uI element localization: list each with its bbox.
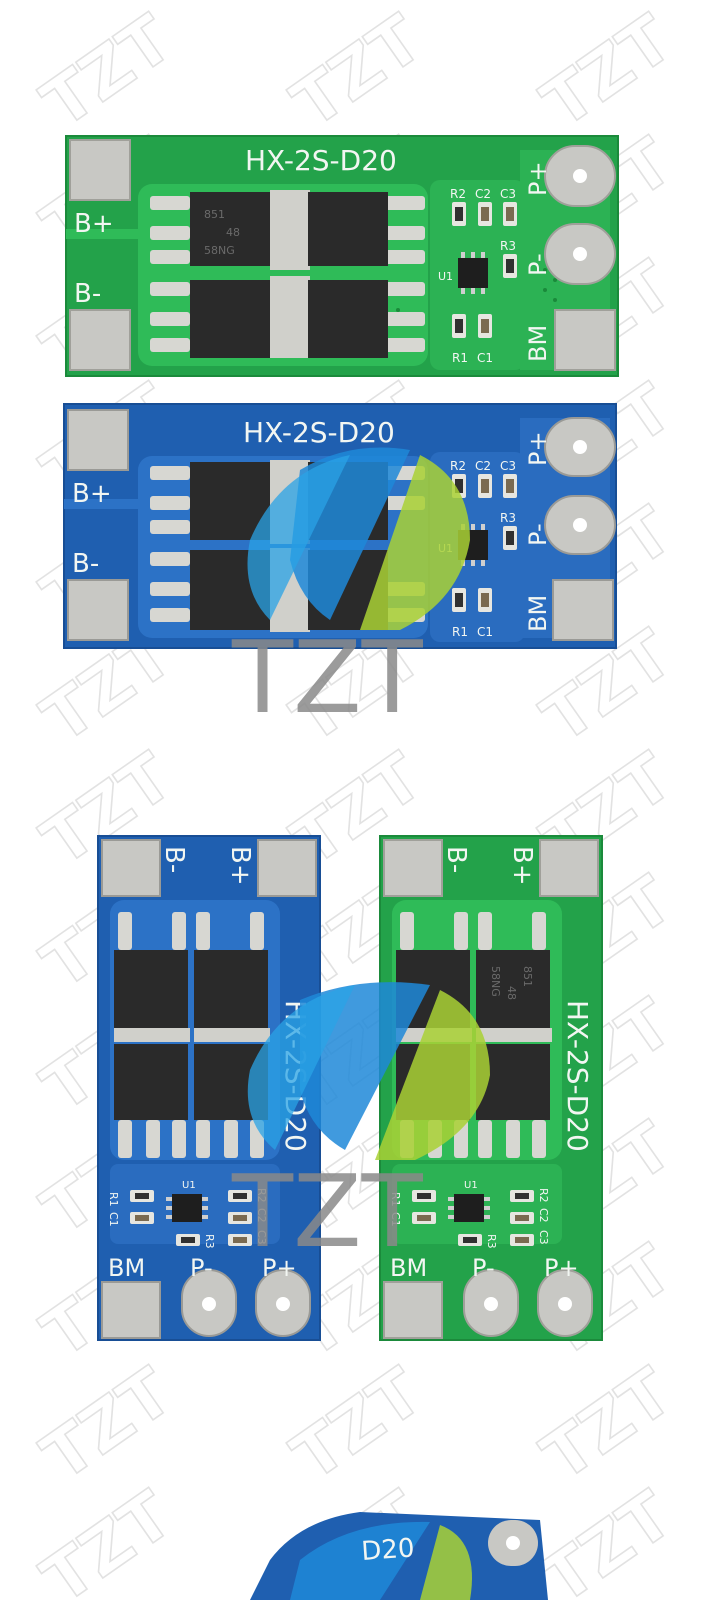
- label-r2: R2: [450, 187, 466, 201]
- label-r3: R3: [500, 239, 516, 253]
- pcb-board-blue-horizontal: HX-2S-D20 B+ B- P+ P- BM R2 C2 C3 R3 U1 …: [63, 403, 617, 649]
- label-p-minus: P-: [472, 1254, 495, 1282]
- label-p-minus: P-: [524, 523, 552, 546]
- mosfet-marking-line2: 48: [505, 986, 518, 1000]
- pcb-board-green-horizontal: 851 48 58NG HX-2S-D20 B+ B- P+ P- BM R2: [65, 135, 619, 377]
- pad-b-minus: [67, 579, 129, 641]
- label-bm: BM: [108, 1254, 145, 1282]
- pcb-board-blue-partial: D20: [250, 1512, 548, 1600]
- label-r2: R2: [450, 459, 466, 473]
- mosfet-marking-line3: 58NG: [489, 966, 502, 997]
- ic-u1: [448, 1194, 490, 1222]
- mosfet-q1: [114, 950, 188, 1028]
- pad-bm: [101, 1281, 161, 1339]
- ic-u1: [166, 1194, 208, 1222]
- label-c1: C1: [477, 625, 493, 639]
- watermark-text: TZT: [29, 0, 186, 142]
- label-p-minus: P-: [524, 253, 552, 276]
- label-r2: R2: [537, 1188, 550, 1203]
- watermark-text: TZT: [529, 0, 686, 142]
- mosfet-q1: [190, 192, 270, 266]
- label-c2: C2: [537, 1208, 550, 1223]
- watermark-text: TZT: [529, 1353, 686, 1495]
- board-title: HX-2S-D20: [561, 1000, 594, 1152]
- pad-bm: [552, 579, 614, 641]
- label-c3: C3: [500, 187, 516, 201]
- label-r1: R1: [389, 1192, 402, 1207]
- ic-u1: [458, 252, 488, 294]
- board-title: HX-2S-D20: [245, 144, 397, 177]
- label-c2: C2: [475, 187, 491, 201]
- mosfet-q2: [194, 950, 268, 1028]
- watermark-logo-text: TZT: [231, 1153, 424, 1270]
- pad-b-plus: [257, 839, 317, 897]
- watermark-text: TZT: [29, 1353, 186, 1495]
- label-u1: U1: [182, 1180, 196, 1191]
- pad-bm: [554, 309, 616, 371]
- label-b-plus: B+: [72, 479, 112, 509]
- label-c3: C3: [537, 1230, 550, 1245]
- label-c3: C3: [255, 1230, 268, 1245]
- label-bm: BM: [524, 325, 552, 362]
- label-r3: R3: [485, 1234, 498, 1249]
- pad-b-plus: [69, 139, 131, 201]
- label-p-minus: P-: [190, 1254, 213, 1282]
- pad-b-plus: [539, 839, 599, 897]
- watermark-text: TZT: [279, 1353, 436, 1495]
- label-bm: BM: [390, 1254, 427, 1282]
- label-c1: C1: [389, 1212, 402, 1227]
- label-b-minus: B-: [72, 549, 99, 579]
- label-b-plus: B+: [74, 209, 114, 239]
- label-b-plus: B+: [225, 846, 255, 886]
- watermark-text: TZT: [529, 1476, 686, 1600]
- label-p-plus: P+: [262, 1254, 297, 1282]
- mosfet-q2: [476, 950, 550, 1028]
- label-r1: R1: [107, 1192, 120, 1207]
- mosfet-q4: [308, 280, 388, 358]
- pad-b-plus: [67, 409, 129, 471]
- mosfet-marking-line1: 851: [521, 966, 534, 987]
- label-c2: C2: [475, 459, 491, 473]
- label-r2: R2: [255, 1188, 268, 1203]
- mosfet-marking-line3: 58NG: [204, 244, 235, 257]
- label-r1: R1: [452, 625, 468, 639]
- label-c3: C3: [500, 459, 516, 473]
- label-b-plus: B+: [507, 846, 537, 886]
- pad-b-minus: [383, 839, 443, 897]
- label-r3: R3: [203, 1234, 216, 1249]
- label-p-plus: P+: [544, 1254, 579, 1282]
- watermark-text: TZT: [29, 1476, 186, 1600]
- watermark-text: TZT: [279, 0, 436, 142]
- pad-b-minus: [101, 839, 161, 897]
- label-r3: R3: [500, 511, 516, 525]
- label-u1: U1: [438, 270, 453, 283]
- mosfet-q3: [190, 280, 270, 358]
- mosfet-q3: [114, 1044, 188, 1120]
- label-c1: C1: [107, 1212, 120, 1227]
- mosfet-q2: [308, 192, 388, 266]
- brand-logo-overlay: TZT: [231, 982, 490, 1270]
- board-title: D20: [360, 1533, 415, 1567]
- board-title: HX-2S-D20: [243, 416, 395, 449]
- label-p-plus: P+: [524, 431, 552, 466]
- label-c1: C1: [477, 351, 493, 365]
- label-b-minus: B-: [441, 846, 471, 873]
- label-b-minus: B-: [159, 846, 189, 873]
- pad-bm: [383, 1281, 443, 1339]
- label-r1: R1: [452, 351, 468, 365]
- mosfet-marking-line2: 48: [226, 226, 240, 239]
- mosfet-marking-line1: 851: [204, 208, 225, 221]
- label-p-plus: P+: [524, 161, 552, 196]
- pad-b-minus: [69, 309, 131, 371]
- brand-logo-overlay: TZT: [231, 447, 470, 736]
- watermark-logo-text: TZT: [231, 619, 424, 736]
- label-c2: C2: [255, 1208, 268, 1223]
- label-u1: U1: [464, 1180, 478, 1191]
- label-bm: BM: [524, 595, 552, 632]
- label-b-minus: B-: [74, 279, 101, 309]
